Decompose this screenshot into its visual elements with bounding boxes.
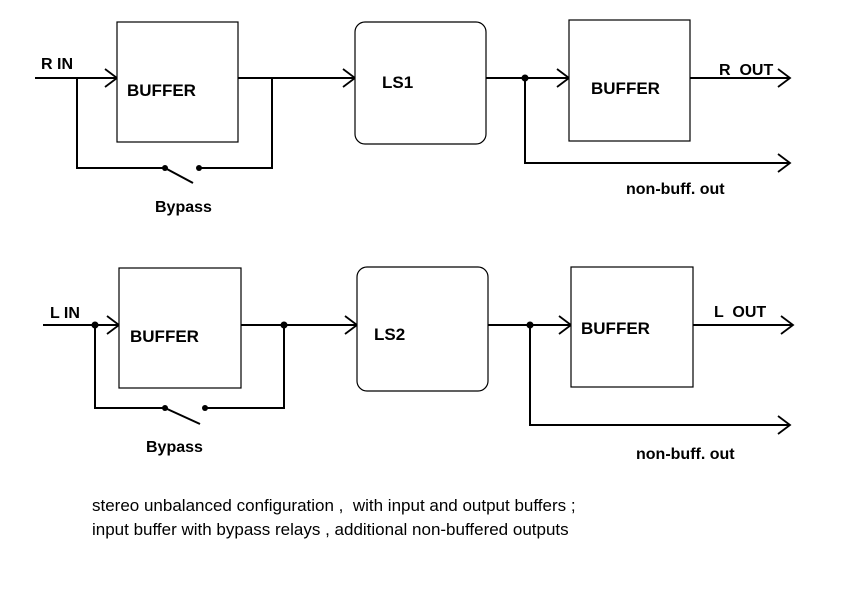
right-non-buffered-arrow: [777, 153, 792, 173]
left-output-buffer-label: BUFFER: [581, 319, 650, 338]
right-input-buffer-box: [116, 21, 239, 143]
caption-line-2: input buffer with bypass relays , additi…: [92, 520, 569, 539]
right-output-buffer-label: BUFFER: [591, 79, 660, 98]
left-bypass-switch-contact-a: [162, 405, 168, 411]
right-non-buffered-label: non-buff. out: [626, 181, 725, 198]
left-input-label: L IN: [50, 305, 80, 322]
right-stage-box: [354, 21, 487, 145]
right-channel: BUFFER LS1 BUFFER R IN R OUT Bypass non-…: [35, 19, 792, 216]
left-input-buffer-label: BUFFER: [130, 327, 199, 346]
left-bypass-label: Bypass: [146, 439, 203, 456]
right-non-buffered-wire: [524, 78, 790, 164]
left-stage-label: LS2: [374, 325, 405, 344]
left-output-buffer-box: [570, 266, 694, 388]
left-bypass-switch: [164, 407, 201, 425]
caption-line-1: stereo unbalanced configuration , with i…: [92, 496, 576, 515]
left-non-buffered-wire: [529, 325, 790, 426]
right-bypass-left-wire: [76, 78, 165, 169]
right-output-arrow: [777, 68, 792, 88]
right-output-label: R OUT: [719, 62, 773, 79]
left-output-arrow: [780, 315, 795, 335]
left-stage-box: [356, 266, 489, 392]
right-bypass-right-wire: [199, 78, 273, 169]
left-non-buffered-label: non-buff. out: [636, 446, 735, 463]
left-non-buffered-arrow: [777, 415, 792, 435]
left-output-label: L OUT: [714, 304, 766, 321]
right-input-label: R IN: [41, 56, 73, 73]
left-bypass-left-wire: [94, 325, 165, 409]
left-input-buffer-box: [118, 267, 242, 389]
left-channel: BUFFER LS2 BUFFER L IN L OUT Bypass non-…: [43, 266, 795, 463]
right-input-buffer-label: BUFFER: [127, 81, 196, 100]
right-stage-label: LS1: [382, 73, 413, 92]
right-bypass-switch: [164, 167, 194, 184]
diagram-caption: stereo unbalanced configuration , with i…: [92, 496, 576, 539]
right-bypass-switch-contact-a: [162, 165, 168, 171]
right-output-buffer-box: [568, 19, 691, 142]
right-bypass-label: Bypass: [155, 199, 212, 216]
left-bypass-right-wire: [205, 325, 285, 409]
